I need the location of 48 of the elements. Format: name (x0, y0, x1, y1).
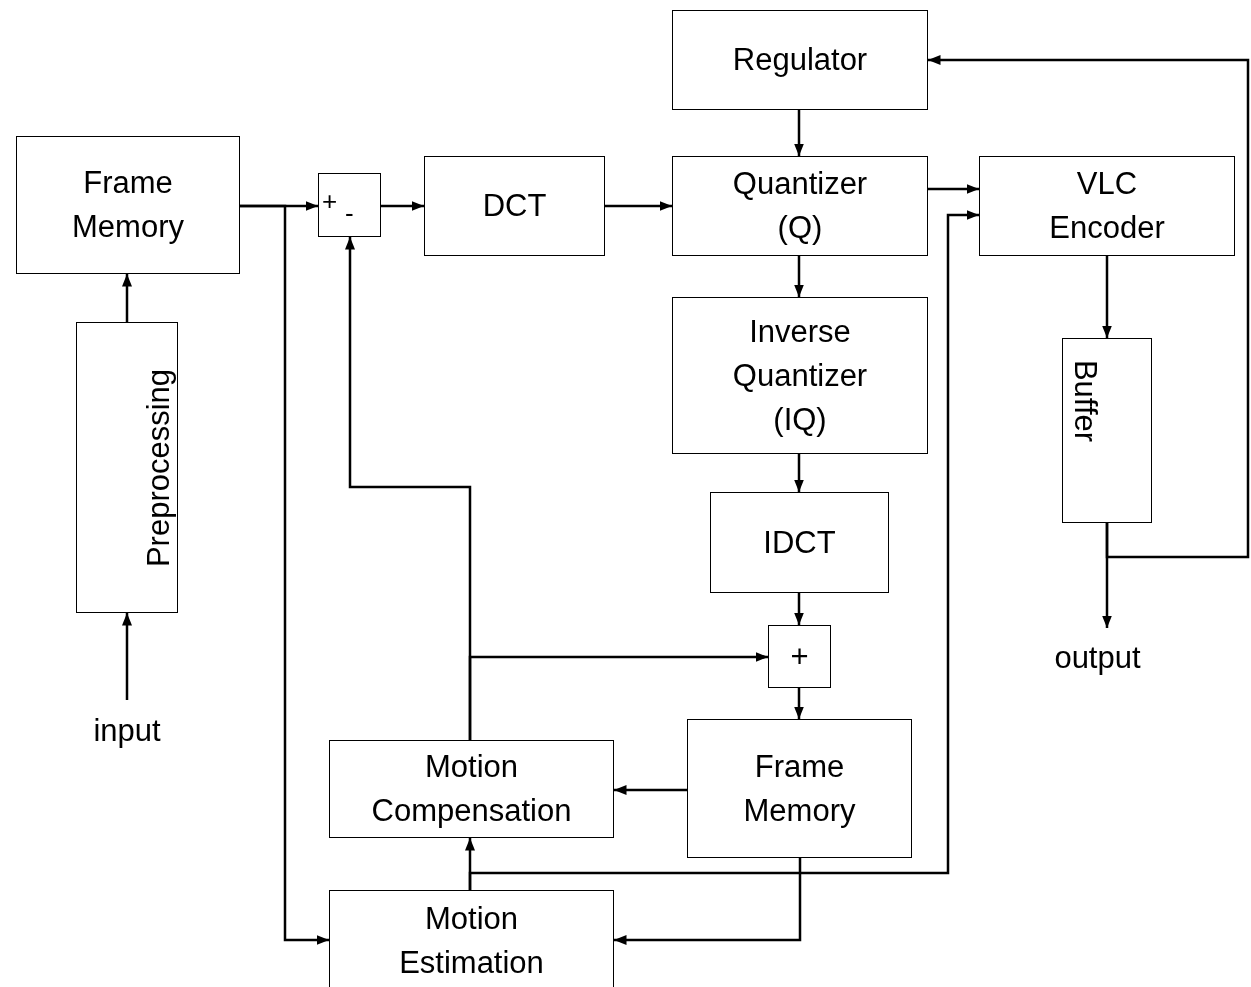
process-box (329, 890, 614, 987)
process-box (672, 156, 928, 256)
arrow (122, 613, 132, 700)
sign-label: + (322, 186, 338, 216)
arrow (381, 201, 424, 211)
process-box (16, 136, 240, 274)
io-label: output (1054, 639, 1141, 677)
process-box (1062, 338, 1152, 523)
arrow (614, 858, 802, 945)
block-label: + (790, 637, 809, 676)
block-label: IDCT (763, 523, 836, 562)
block-label: DCT (482, 187, 547, 225)
arrow (794, 593, 804, 625)
arrow (468, 652, 768, 740)
block-label: VLC Encoder (1048, 165, 1166, 247)
block-label: Frame Memory (742, 747, 857, 830)
process-box (329, 740, 614, 838)
arrow (794, 688, 804, 719)
sign-label: - (345, 198, 354, 228)
block-label: Inverse Quantizer (IQ) (731, 312, 869, 439)
process-box (979, 156, 1235, 256)
block-label: Motion Estimation (398, 900, 545, 982)
arrow (928, 55, 1250, 559)
block-label: Frame Memory (71, 164, 185, 246)
arrow (794, 454, 804, 492)
process-box (76, 322, 178, 613)
arrow (1102, 256, 1112, 338)
block-label: Preprocessing (140, 368, 177, 567)
arrow (605, 201, 672, 211)
process-box (687, 719, 912, 858)
process-box (424, 156, 605, 256)
arrow (928, 184, 979, 194)
block-label: Motion Compensation (370, 748, 573, 830)
process-box (672, 297, 928, 454)
process-box (710, 492, 889, 593)
arrow (468, 210, 979, 890)
block-label: Buffer (1067, 360, 1104, 443)
arrow (794, 256, 804, 297)
process-box (768, 625, 831, 688)
io-label: input (93, 712, 161, 750)
block-label: Quantizer (Q) (731, 165, 869, 247)
arrow (122, 274, 132, 322)
arrow (794, 110, 804, 156)
arrow (614, 785, 687, 795)
summing-junction (318, 173, 381, 237)
process-box (672, 10, 928, 110)
arrow (240, 204, 329, 945)
block-label: Regulator (732, 41, 868, 79)
